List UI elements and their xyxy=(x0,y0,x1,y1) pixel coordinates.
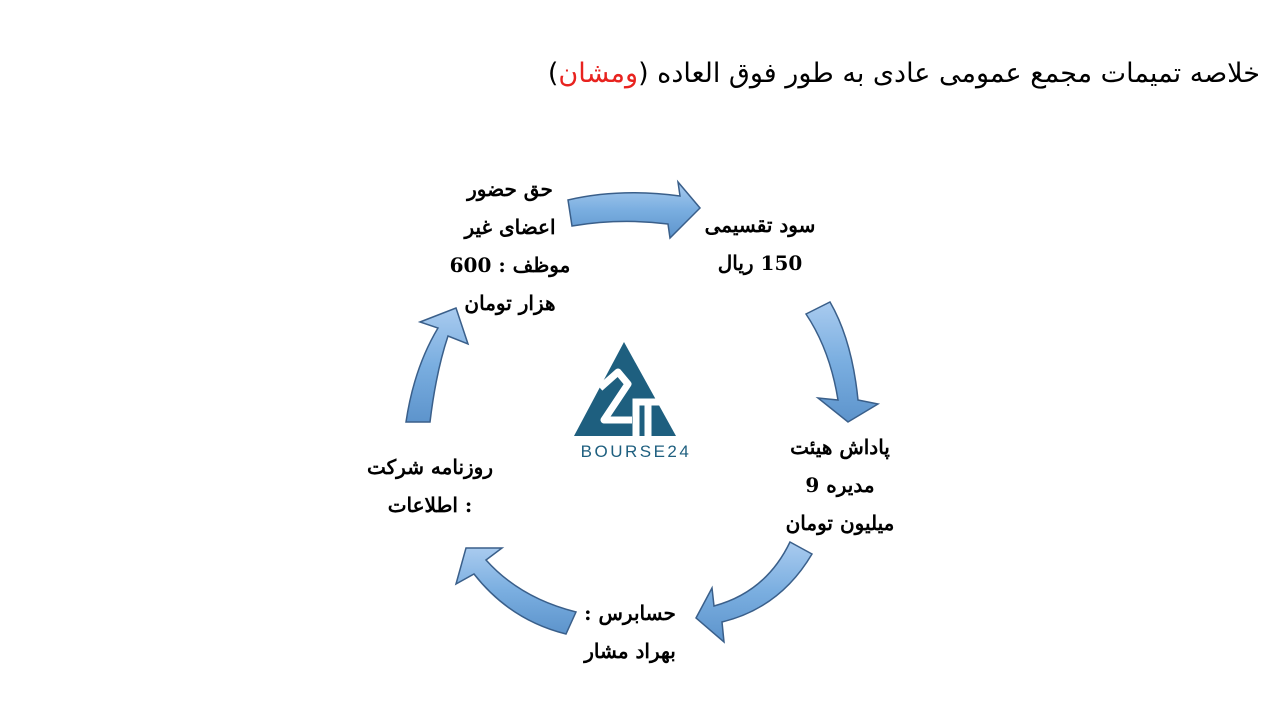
arrow-attendance-to-dividend xyxy=(567,179,702,240)
bourse24-logo-icon: BOURSE24 xyxy=(574,342,692,461)
auditor-line-2: بهراد مشار xyxy=(584,639,676,663)
auditor-line-1: حسابرس : xyxy=(584,601,676,625)
attendance-line-1: حق حضور xyxy=(467,177,553,201)
title-highlight: ومشان xyxy=(558,58,639,89)
logo-text: BOURSE24 xyxy=(581,442,692,461)
arrow-newspaper-to-attendance xyxy=(405,307,470,423)
node-auditor: حسابرس : بهراد مشار xyxy=(560,594,700,670)
title-close: ) xyxy=(547,58,559,89)
title-text: خلاصه تمیمات مجمع عمومی عادی به طور فوق … xyxy=(638,58,1260,89)
bonus-line-2: مدیره 9 xyxy=(805,473,875,497)
node-board-bonus: پاداش هیئت مدیره 9 میلیون تومان xyxy=(770,428,910,542)
arrow-dividend-to-bonus xyxy=(804,301,881,423)
arrow-auditor-to-newspaper xyxy=(454,547,578,635)
arrow-bonus-to-auditor xyxy=(695,540,814,644)
node-newspaper: روزنامه شرکت : اطلاعات xyxy=(345,448,515,524)
newspaper-line-2: : اطلاعات xyxy=(387,493,473,517)
attendance-line-2: اعضای غیر xyxy=(464,215,556,239)
bonus-line-1: پاداش هیئت xyxy=(790,435,890,459)
dividend-line-1: سود تقسیمی xyxy=(704,213,816,237)
node-attendance-fee: حق حضور اعضای غیر موظف : 600 هزار تومان xyxy=(440,170,580,322)
attendance-line-4: هزار تومان xyxy=(464,291,556,315)
bonus-line-3: میلیون تومان xyxy=(785,511,895,535)
node-dividend: سود تقسیمی 150 ریال xyxy=(690,206,830,282)
newspaper-line-1: روزنامه شرکت xyxy=(367,455,493,479)
dividend-line-2: 150 ریال xyxy=(717,251,803,275)
page-title: خلاصه تمیمات مجمع عمومی عادی به طور فوق … xyxy=(548,58,1260,89)
attendance-line-3: موظف : 600 xyxy=(449,253,571,277)
